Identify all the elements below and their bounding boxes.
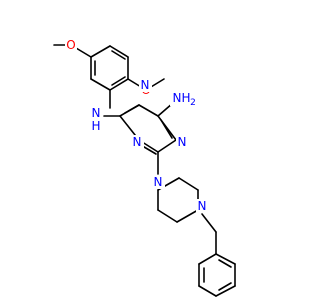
amine-n: N — [92, 106, 101, 120]
benzyl-ch2-a — [201, 213, 217, 233]
triazine-n-bottom-label: N — [131, 135, 144, 149]
benz-inner-2 — [218, 282, 232, 291]
bond-layer — [53, 44, 236, 297]
triazine-double-1 — [124, 104, 140, 114]
nh2-h: H — [181, 91, 190, 105]
triazine-n-right: N — [178, 135, 187, 149]
pip-2 — [178, 177, 199, 191]
ring-bond-c — [109, 78, 129, 91]
ring-bond-b — [90, 78, 111, 91]
benz-6 — [215, 253, 236, 265]
ring-inner-3 — [111, 76, 126, 86]
ring-bond-f — [90, 45, 111, 58]
piperazine-n4-label: N — [196, 199, 209, 213]
benz-4 — [215, 285, 236, 297]
piperazine-n4: N — [198, 199, 207, 213]
benz-3 — [198, 285, 217, 297]
methoxy-top-o: O — [66, 38, 75, 52]
pip-5 — [157, 209, 178, 223]
triazine-double-2 — [160, 119, 173, 139]
nh2-subscript: 2 — [190, 98, 196, 108]
triazine-n-top-label: N — [139, 78, 152, 92]
pip-4 — [176, 209, 199, 223]
ring-bond-e — [109, 45, 129, 58]
benz-inner-3 — [218, 259, 232, 268]
triazine-n-top: N — [141, 78, 150, 92]
secondary-amine-label: N H — [89, 106, 103, 133]
piperazine-n1: N — [154, 175, 163, 189]
triazine-n-right-label: N — [176, 135, 189, 149]
triazine-2 — [138, 104, 159, 117]
piperazine-n1-label: N — [152, 175, 165, 189]
molecule-structure: O O N H N N N N H 2 N N — [53, 38, 236, 297]
ring-inner-2 — [111, 50, 126, 60]
amine-h: H — [91, 119, 100, 133]
triazine-4 — [157, 139, 177, 153]
nh2-n: N — [173, 91, 182, 105]
nh2-label: N H 2 — [170, 90, 196, 108]
benz-1 — [198, 253, 217, 265]
triazine-n-bottom: N — [133, 135, 142, 149]
methoxy-top-oxygen-label: O — [65, 38, 77, 52]
